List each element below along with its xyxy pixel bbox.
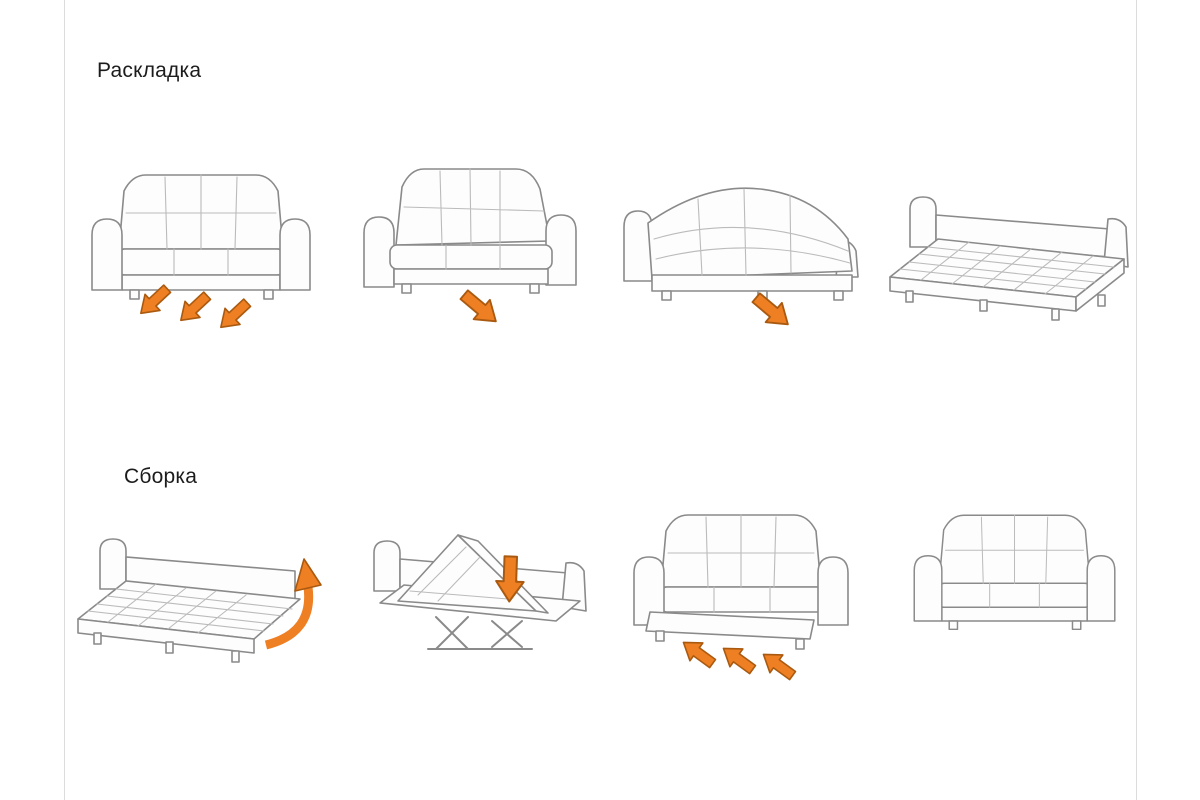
page-margin-line-left	[64, 0, 65, 800]
unfold-step-3	[610, 153, 865, 343]
fold-down-arrow-icon	[495, 554, 525, 602]
unfold-step-1	[70, 153, 325, 343]
mattress-side	[1075, 257, 1125, 312]
sofa-back	[395, 167, 551, 246]
bed-base-protruding	[645, 610, 815, 640]
bed-body	[373, 533, 587, 622]
armrest-right	[545, 213, 577, 286]
sofa-body	[363, 167, 577, 294]
sofa-seat	[389, 243, 553, 270]
sofa-leg	[529, 282, 540, 294]
upholstery-seams	[403, 167, 545, 270]
bed-leg	[905, 289, 914, 303]
bed-body	[889, 195, 1129, 321]
armrest-left	[633, 555, 665, 626]
bed-unfolded-illustration	[889, 195, 1129, 321]
sofa-base	[393, 267, 549, 285]
sofa-closing-illustration	[633, 513, 849, 680]
quilting-seams	[899, 240, 1115, 295]
sofa-closed-illustration	[913, 514, 1116, 630]
fold-step-1	[70, 495, 325, 685]
sofa-leg	[948, 619, 959, 630]
quilting-seams	[87, 582, 293, 634]
armrest-right	[561, 561, 587, 612]
mattress-front	[77, 617, 255, 654]
sofa-seat	[937, 582, 1092, 608]
pull-arrow-icon	[459, 288, 497, 322]
armrest-left	[909, 195, 937, 248]
pull-out-arrows-icon	[140, 283, 252, 328]
bed-leg	[661, 289, 672, 301]
bed-leg	[979, 298, 988, 312]
upholstery-seams	[653, 187, 851, 276]
unfold-step-2	[340, 153, 595, 343]
bed-leg	[795, 637, 805, 650]
bed-leg	[1097, 293, 1106, 307]
bed-leg	[655, 629, 665, 642]
sofa-base	[121, 273, 281, 291]
quilting-seams	[409, 545, 509, 602]
armrest-left	[363, 215, 395, 288]
upholstery-seams	[125, 173, 277, 276]
bed-leg	[93, 631, 102, 645]
folding-mechanism-legs	[427, 615, 533, 650]
armrest-left	[913, 554, 943, 622]
armrest-left	[99, 537, 127, 590]
section-title-fold: Сборка	[124, 465, 198, 489]
bed-frame	[651, 273, 853, 292]
bed-leg	[231, 649, 240, 663]
fold-step-3	[610, 495, 865, 685]
sofa-seat-pulled-illustration	[363, 167, 577, 322]
sofa-seat	[117, 247, 285, 276]
section-title-unfold: Раскладка	[97, 59, 202, 83]
armrest-left	[623, 209, 653, 282]
unfold-step-4	[880, 153, 1135, 343]
armrest-right	[817, 555, 849, 626]
fold-step-4	[880, 495, 1135, 685]
armrest-right	[279, 217, 311, 291]
fold-step-2	[340, 495, 595, 685]
sofa-body	[623, 186, 859, 301]
sofa-leg	[401, 282, 412, 294]
bed-section-folding-illustration	[373, 533, 587, 650]
steps-row-fold	[70, 492, 1135, 687]
sofa-body-group	[913, 514, 1116, 630]
sofa-leg	[263, 288, 274, 300]
steps-row-unfold	[70, 150, 1135, 345]
sofa-seat	[659, 585, 825, 613]
sofa-base	[941, 606, 1088, 622]
upholstery-seams	[667, 513, 815, 613]
sofa-back-flattening-illustration	[623, 186, 859, 325]
armrest-left	[373, 539, 401, 592]
flatten-arrow-icon	[751, 291, 789, 325]
lift-arrow-icon	[264, 557, 322, 649]
push-in-arrows-icon	[682, 641, 797, 680]
bed-leg	[833, 289, 844, 301]
sofa-leg	[129, 288, 140, 300]
armrest-right	[1103, 217, 1129, 268]
bed-leg	[1051, 307, 1060, 321]
bed-leg	[165, 640, 174, 654]
armrest-left	[91, 217, 123, 291]
page-margin-line-right	[1136, 0, 1137, 800]
sofa-body	[913, 514, 1116, 630]
sofa-closed-illustration	[91, 173, 311, 328]
armrest-right	[1086, 554, 1116, 622]
sofa-leg	[1071, 619, 1082, 630]
folding-mattress	[647, 186, 853, 280]
upholstery-seams	[945, 514, 1085, 608]
bed-lift-illustration	[77, 537, 322, 663]
